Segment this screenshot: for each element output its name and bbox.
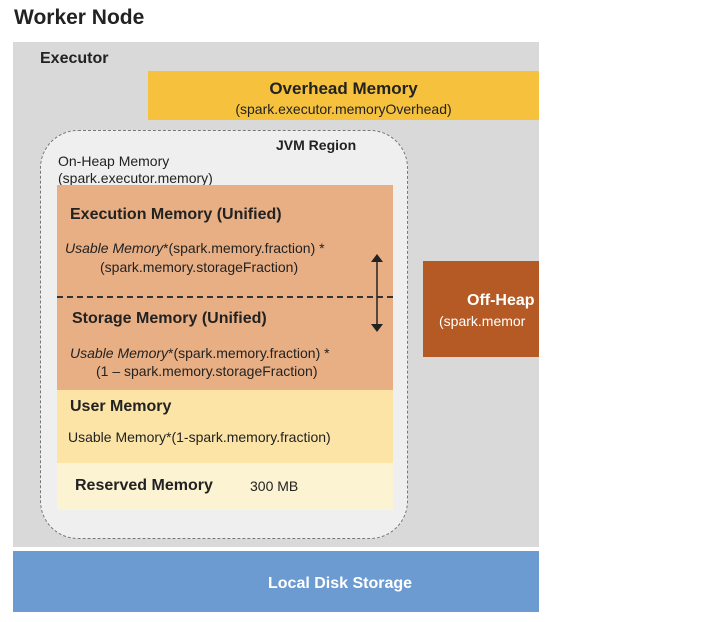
storage-formula-rest: *(spark.memory.fraction) * (168, 345, 330, 361)
reserved-memory-value: 300 MB (250, 478, 299, 494)
unified-boundary-divider (57, 296, 393, 298)
off-heap-memory-subtitle: (spark.memor (439, 313, 526, 329)
double-arrow-icon (371, 254, 383, 332)
storage-memory-box (57, 297, 393, 390)
user-memory-box (57, 390, 393, 463)
worker-node-title: Worker Node (14, 6, 145, 29)
storage-memory-formula-line1: Usable Memory*(spark.memory.fraction) * (70, 345, 330, 361)
execution-memory-box (57, 185, 393, 297)
execution-memory-formula-line1: Usable Memory*(spark.memory.fraction) * (65, 240, 325, 256)
jvm-region-label: JVM Region (276, 137, 357, 153)
off-heap-memory-title: Off-Heap (467, 292, 535, 309)
storage-memory-title: Storage Memory (Unified) (72, 310, 267, 327)
execution-usable-memory: Usable Memory (65, 240, 164, 256)
execution-memory-title: Execution Memory (Unified) (70, 206, 282, 223)
local-disk-storage-label: Local Disk Storage (268, 575, 413, 592)
off-heap-memory-box: Off-Heap (spark.memor (423, 261, 539, 357)
user-memory-formula: Usable Memory*(1-spark.memory.fraction) (68, 429, 331, 445)
storage-usable-memory: Usable Memory (70, 345, 169, 361)
on-heap-memory-label: On-Heap Memory (spark.executor.memory) (58, 153, 213, 187)
execution-memory-formula-line2: (spark.memory.storageFraction) (100, 259, 299, 275)
reserved-memory-title: Reserved Memory (75, 477, 213, 494)
on-heap-memory-line1: On-Heap Memory (58, 153, 170, 169)
local-disk-storage-box (13, 551, 539, 612)
user-memory-title: User Memory (70, 398, 172, 415)
on-heap-memory-line2: (spark.executor.memory) (58, 170, 213, 186)
overhead-memory-title: Overhead Memory (269, 79, 418, 98)
reserved-memory-box (57, 463, 393, 510)
storage-memory-formula-line2: (1 – spark.memory.storageFraction) (96, 363, 318, 379)
executor-label: Executor (40, 50, 109, 67)
overhead-memory-box: Overhead Memory (spark.executor.memoryOv… (148, 71, 539, 120)
overhead-memory-subtitle: (spark.executor.memoryOverhead) (235, 101, 452, 117)
execution-formula-rest: *(spark.memory.fraction) * (163, 240, 325, 256)
